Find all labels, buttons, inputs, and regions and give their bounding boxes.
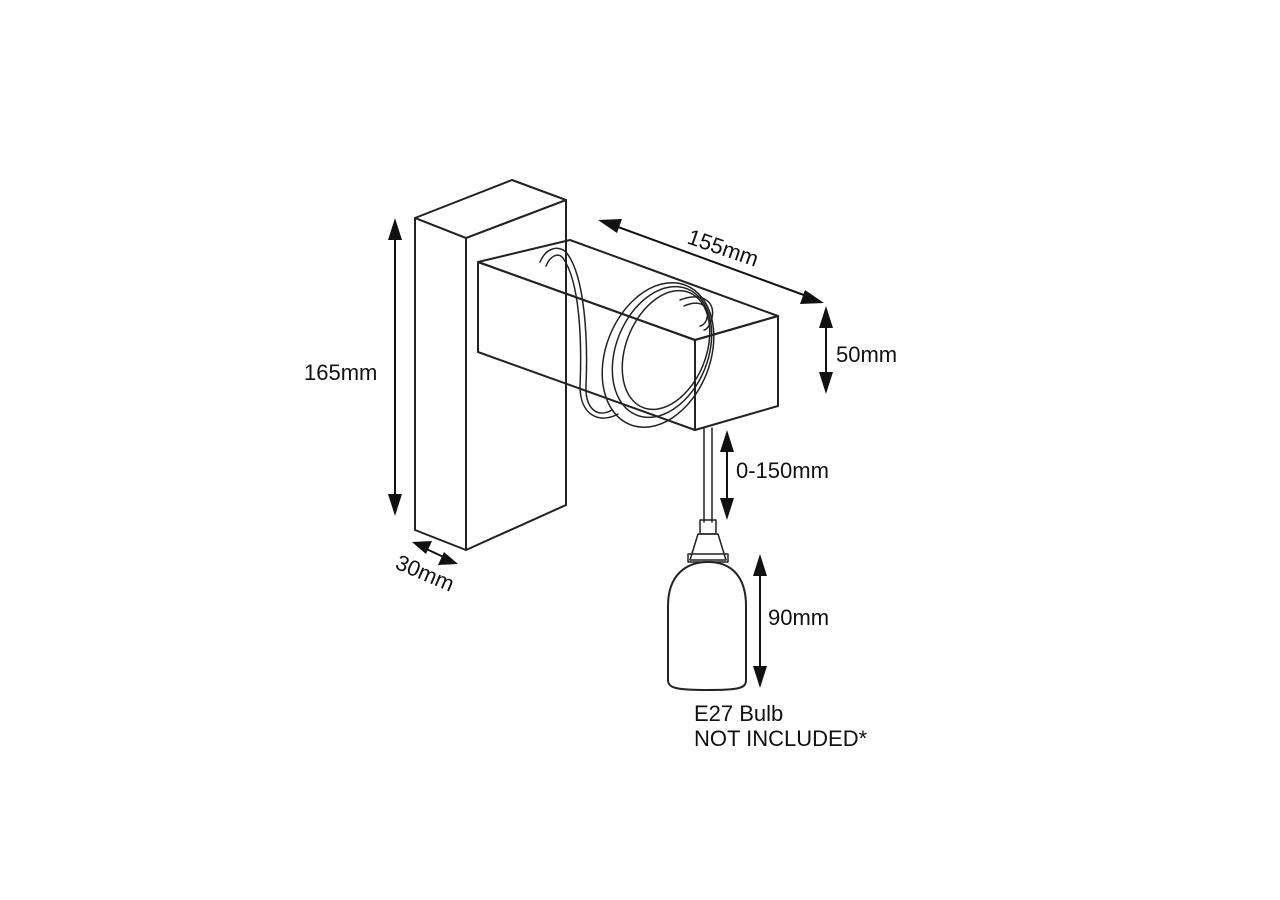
lamp-arm bbox=[477, 239, 779, 431]
label-height-total: 165mm bbox=[304, 360, 377, 385]
dimension-cable-drop bbox=[720, 430, 734, 520]
note-line-2: NOT INCLUDED* bbox=[694, 726, 868, 751]
label-arm-height: 50mm bbox=[836, 342, 897, 367]
label-holder-height: 90mm bbox=[768, 605, 829, 630]
lamp-holder bbox=[667, 519, 747, 691]
dimension-height-total bbox=[388, 218, 402, 516]
dimension-depth-backplate bbox=[412, 541, 458, 565]
dimension-arm-length bbox=[598, 219, 824, 304]
coiled-cable bbox=[539, 247, 715, 523]
wall-backplate bbox=[414, 179, 567, 551]
dimension-holder-height bbox=[753, 554, 767, 688]
note-line-1: E27 Bulb bbox=[694, 701, 783, 726]
label-cable-drop: 0-150mm bbox=[736, 458, 829, 483]
dimension-arm-height bbox=[819, 306, 833, 394]
